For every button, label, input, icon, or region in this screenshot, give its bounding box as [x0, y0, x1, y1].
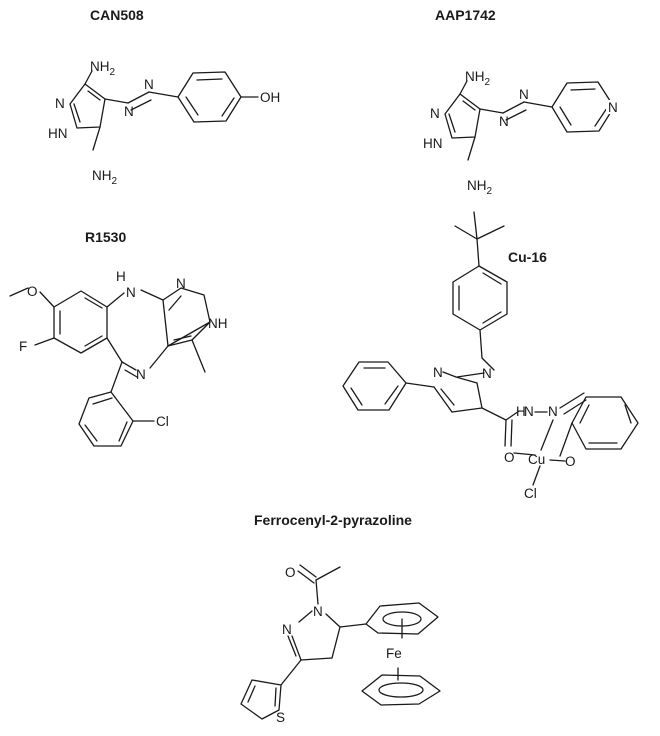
compound-title-cu16: Cu-16: [508, 249, 547, 265]
ferrocenyl-fe: Fe: [386, 646, 402, 661]
cu16-bonds: [342, 211, 639, 486]
r1530-n-imine: N: [136, 367, 146, 382]
can508-oh: OH: [260, 90, 280, 105]
r1530-n-pyrazole: N: [176, 276, 186, 291]
compound-title-aap1742: AAP1742: [435, 7, 496, 23]
can508-azo-n1: N: [124, 104, 134, 119]
r1530-atoms: H N N NH N O F Cl: [19, 269, 228, 429]
can508-atoms: NH2 N HN NH2 N N OH: [48, 59, 280, 187]
aap1742-n-ring: N: [430, 106, 440, 121]
r1530-bonds: [9, 287, 211, 447]
r1530-f: F: [19, 339, 27, 354]
compound-cu16: Cu-16: [342, 211, 639, 501]
ferrocenyl-n2: N: [282, 622, 292, 637]
compound-title-can508: CAN508: [90, 7, 144, 23]
ferrocenyl-o: O: [285, 565, 296, 580]
cu16-o-phenoxide: O: [565, 454, 576, 469]
aap1742-nh2-bottom: NH2: [467, 178, 493, 197]
r1530-h-bridge: H: [116, 269, 126, 284]
cu16-atoms: N N H N N O Cu O Cl: [433, 365, 576, 501]
ferrocenyl-n1: N: [313, 604, 323, 619]
aap1742-azo-n1: N: [499, 114, 509, 129]
can508-nh2-top: NH2: [90, 59, 116, 78]
r1530-nh: NH: [208, 316, 228, 331]
compound-aap1742: AAP1742 NH2 N HN NH2 N N N: [423, 7, 620, 197]
ferrocenyl-atoms: O N N Fe S: [276, 565, 402, 725]
can508-hn-ring: HN: [48, 126, 68, 141]
aap1742-nh2-top: NH2: [465, 69, 491, 88]
cu16-n-hydrazone2: N: [548, 404, 558, 419]
can508-n-ring: N: [55, 96, 65, 111]
compound-title-r1530: R1530: [85, 229, 126, 245]
aap1742-n-pyridine: N: [608, 100, 618, 115]
r1530-o-methoxy: O: [27, 284, 38, 299]
aap1742-bonds: [444, 80, 615, 161]
ferrocenyl-s: S: [276, 710, 285, 725]
can508-nh2-bottom: NH2: [92, 168, 118, 187]
cu16-cu: Cu: [528, 452, 545, 467]
aap1742-atoms: NH2 N HN NH2 N N N: [423, 69, 618, 197]
cu16-h-hydrazone: H: [516, 404, 526, 419]
compound-title-ferrocenyl: Ferrocenyl-2-pyrazoline: [254, 512, 412, 528]
cu16-cl: Cl: [524, 486, 537, 501]
compound-can508: CAN508 NH2 N HN NH2 N N OH: [48, 7, 280, 187]
cu16-n-hydrazone1: N: [524, 404, 534, 419]
compound-r1530: R1530: [9, 229, 228, 447]
cu16-n-ring1: N: [433, 365, 443, 380]
compound-ferrocenyl-pyrazoline: Ferrocenyl-2-pyrazoline: [240, 512, 441, 725]
cu16-o-carbonyl: O: [504, 450, 515, 465]
aap1742-azo-n2: N: [519, 87, 529, 102]
can508-azo-n2: N: [144, 77, 154, 92]
aap1742-hn-ring: HN: [423, 136, 443, 151]
can508-bonds: [69, 70, 259, 151]
cu16-n-ring2: N: [482, 366, 492, 381]
ferrocenyl-bonds: [240, 564, 441, 720]
r1530-cl: Cl: [156, 414, 169, 429]
r1530-n-bridge: N: [126, 285, 136, 300]
